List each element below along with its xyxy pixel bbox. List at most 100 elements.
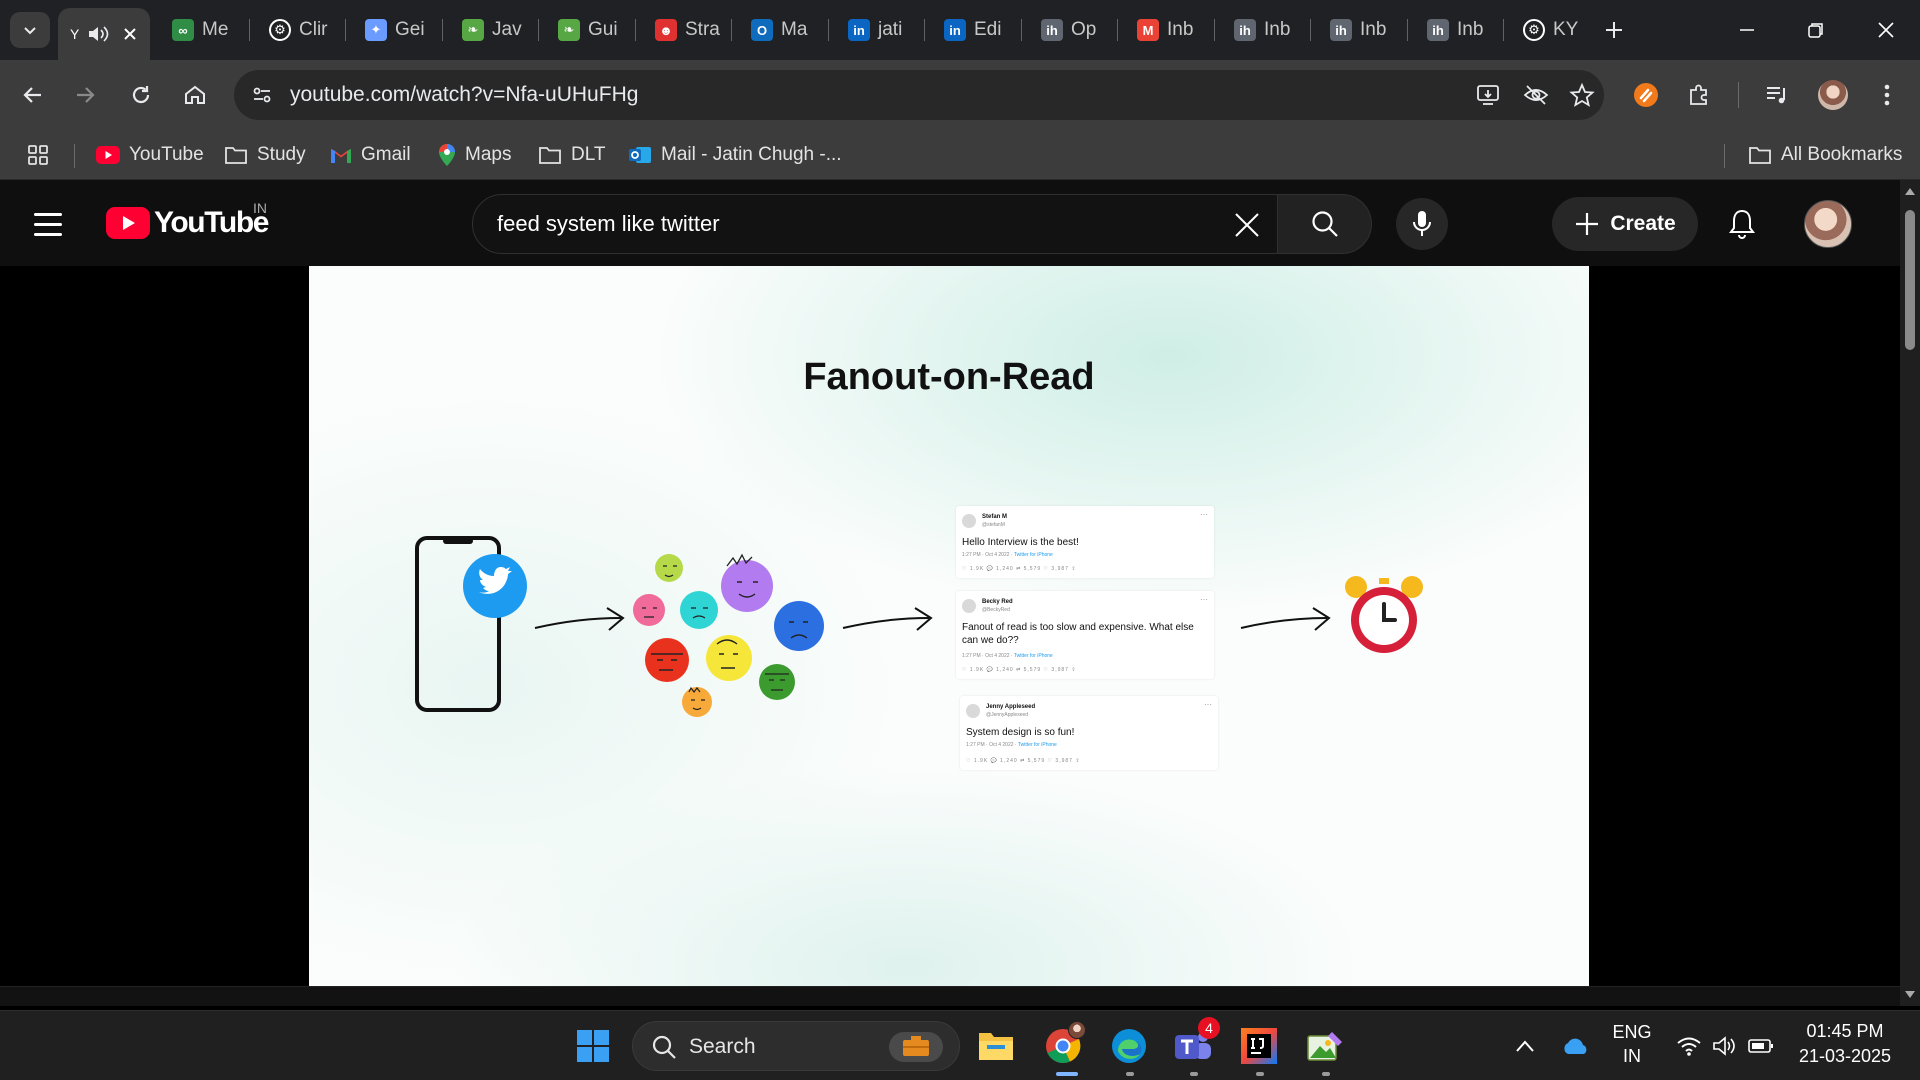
tab-title: jati [878,19,903,40]
battery-button[interactable] [1740,1025,1782,1067]
linkedin-icon: in [944,19,966,41]
extension-orange-button[interactable] [1625,74,1667,116]
all-bookmarks-button[interactable]: All Bookmarks [1748,140,1902,170]
profile-avatar [1818,80,1848,110]
bookmark-gmail[interactable]: Gmail [330,140,411,170]
bookmark-dlt[interactable]: DLT [538,140,605,170]
vertical-scrollbar[interactable] [1900,180,1920,1006]
tab-6[interactable]: ☻Stra [639,8,730,52]
tracking-protection-button[interactable] [1520,79,1552,111]
tab-4[interactable]: ❧Jav [446,8,537,52]
create-button[interactable]: Create [1552,197,1698,251]
tab-active-youtube[interactable]: Y [58,8,150,60]
taskbar-search[interactable]: Search [632,1021,960,1071]
image-editor-icon [1307,1032,1342,1061]
tab-title: Clir [299,19,328,40]
tab-15[interactable]: ⚙KY [1507,8,1598,52]
tab-1[interactable]: ∞Me [156,8,247,52]
site-info-button[interactable] [246,79,278,111]
media-controls-button[interactable] [1756,74,1798,116]
extensions-button[interactable] [1678,74,1720,116]
tab-title: Inb [1264,19,1291,40]
video-player[interactable]: Fanout-on-Read [309,266,1589,986]
scroll-down-icon[interactable] [1904,990,1916,1000]
voice-search-button[interactable] [1396,198,1448,250]
arrow-right-icon [77,87,95,103]
tab-separator [345,19,346,41]
tab-5[interactable]: ❧Gui [542,8,633,52]
tweet-text: Hello Interview is the best! [962,537,1079,548]
tab-2[interactable]: ⚙Clir [253,8,344,52]
speaker-audio-icon[interactable] [87,25,109,43]
close-window-button[interactable] [1866,14,1906,46]
youtube-logo[interactable]: YouTube [106,206,269,240]
notifications-button[interactable] [1720,202,1764,246]
file-explorer-button[interactable] [975,1025,1017,1067]
home-button[interactable] [174,74,216,116]
search-button[interactable] [1278,194,1372,254]
back-button[interactable] [12,74,54,116]
scroll-up-icon[interactable] [1904,186,1916,196]
tab-separator [828,19,829,41]
wifi-button[interactable] [1668,1025,1710,1067]
scrollbar-thumb[interactable] [1905,210,1915,350]
edge-button[interactable] [1108,1025,1150,1067]
tweet-author: Jenny Appleseed [986,704,1036,710]
onedrive-button[interactable] [1555,1025,1597,1067]
install-icon [1477,85,1499,105]
search-input[interactable]: feed system like twitter [497,211,720,236]
restore-button[interactable] [1796,14,1836,46]
bookmark-youtube[interactable]: YouTube [96,140,204,170]
bookmark-label: Mail - Jatin Chugh -... [661,144,842,165]
profile-button[interactable] [1812,74,1854,116]
all-bookmarks-label: All Bookmarks [1781,144,1903,165]
intellij-button[interactable] [1238,1025,1280,1067]
bookmark-star-button[interactable] [1566,79,1598,111]
account-avatar[interactable] [1804,200,1852,248]
bookmark-mail-outlook[interactable]: Mail - Jatin Chugh -... [628,140,842,170]
photo-app-button[interactable] [1304,1025,1346,1067]
browser-menu-button[interactable] [1866,74,1908,116]
youtube-play-icon [106,207,150,239]
address-bar[interactable]: youtube.com/watch?v=Nfa-uUHuFHg [234,70,1604,120]
outlook-icon [629,147,651,163]
chrome-button[interactable] [1042,1021,1086,1067]
show-hidden-icons-button[interactable] [1504,1025,1546,1067]
clock-time[interactable]: 01:45 PM [1806,1021,1884,1041]
close-tab-icon[interactable] [123,27,137,41]
tab-3[interactable]: ✦Gei [349,8,440,52]
reload-button[interactable] [120,74,162,116]
tab-title: Op [1071,19,1097,40]
bookmark-study[interactable]: Study [224,140,306,170]
language-indicator[interactable]: ENG [1612,1022,1652,1042]
search-box[interactable]: feed system like twitter [472,194,1278,254]
horizontal-scrollbar[interactable] [0,986,1900,1006]
tab-search-button[interactable] [10,12,50,48]
gmail-icon [331,149,351,163]
browser-toolbar: youtube.com/watch?v=Nfa-uUHuFHg [0,60,1920,130]
url-text[interactable]: youtube.com/watch?v=Nfa-uUHuFHg [290,83,639,106]
volume-button[interactable] [1704,1025,1746,1067]
forward-button[interactable] [64,74,106,116]
new-tab-button[interactable] [1596,8,1636,52]
apps-button[interactable] [26,140,50,170]
clock-date[interactable]: 21-03-2025 [1798,1046,1892,1066]
bookmark-label: DLT [571,144,606,165]
bookmark-maps[interactable]: Maps [438,140,511,170]
install-app-button[interactable] [1472,79,1504,111]
region-indicator[interactable]: IN [1623,1046,1641,1066]
teams-button[interactable]: 4 [1172,1017,1220,1067]
clear-search-button[interactable] [1227,205,1267,245]
minimize-button[interactable] [1727,14,1767,46]
start-button[interactable] [572,1025,614,1067]
guide-menu-button[interactable] [34,204,74,244]
tab-separator [1503,19,1504,41]
